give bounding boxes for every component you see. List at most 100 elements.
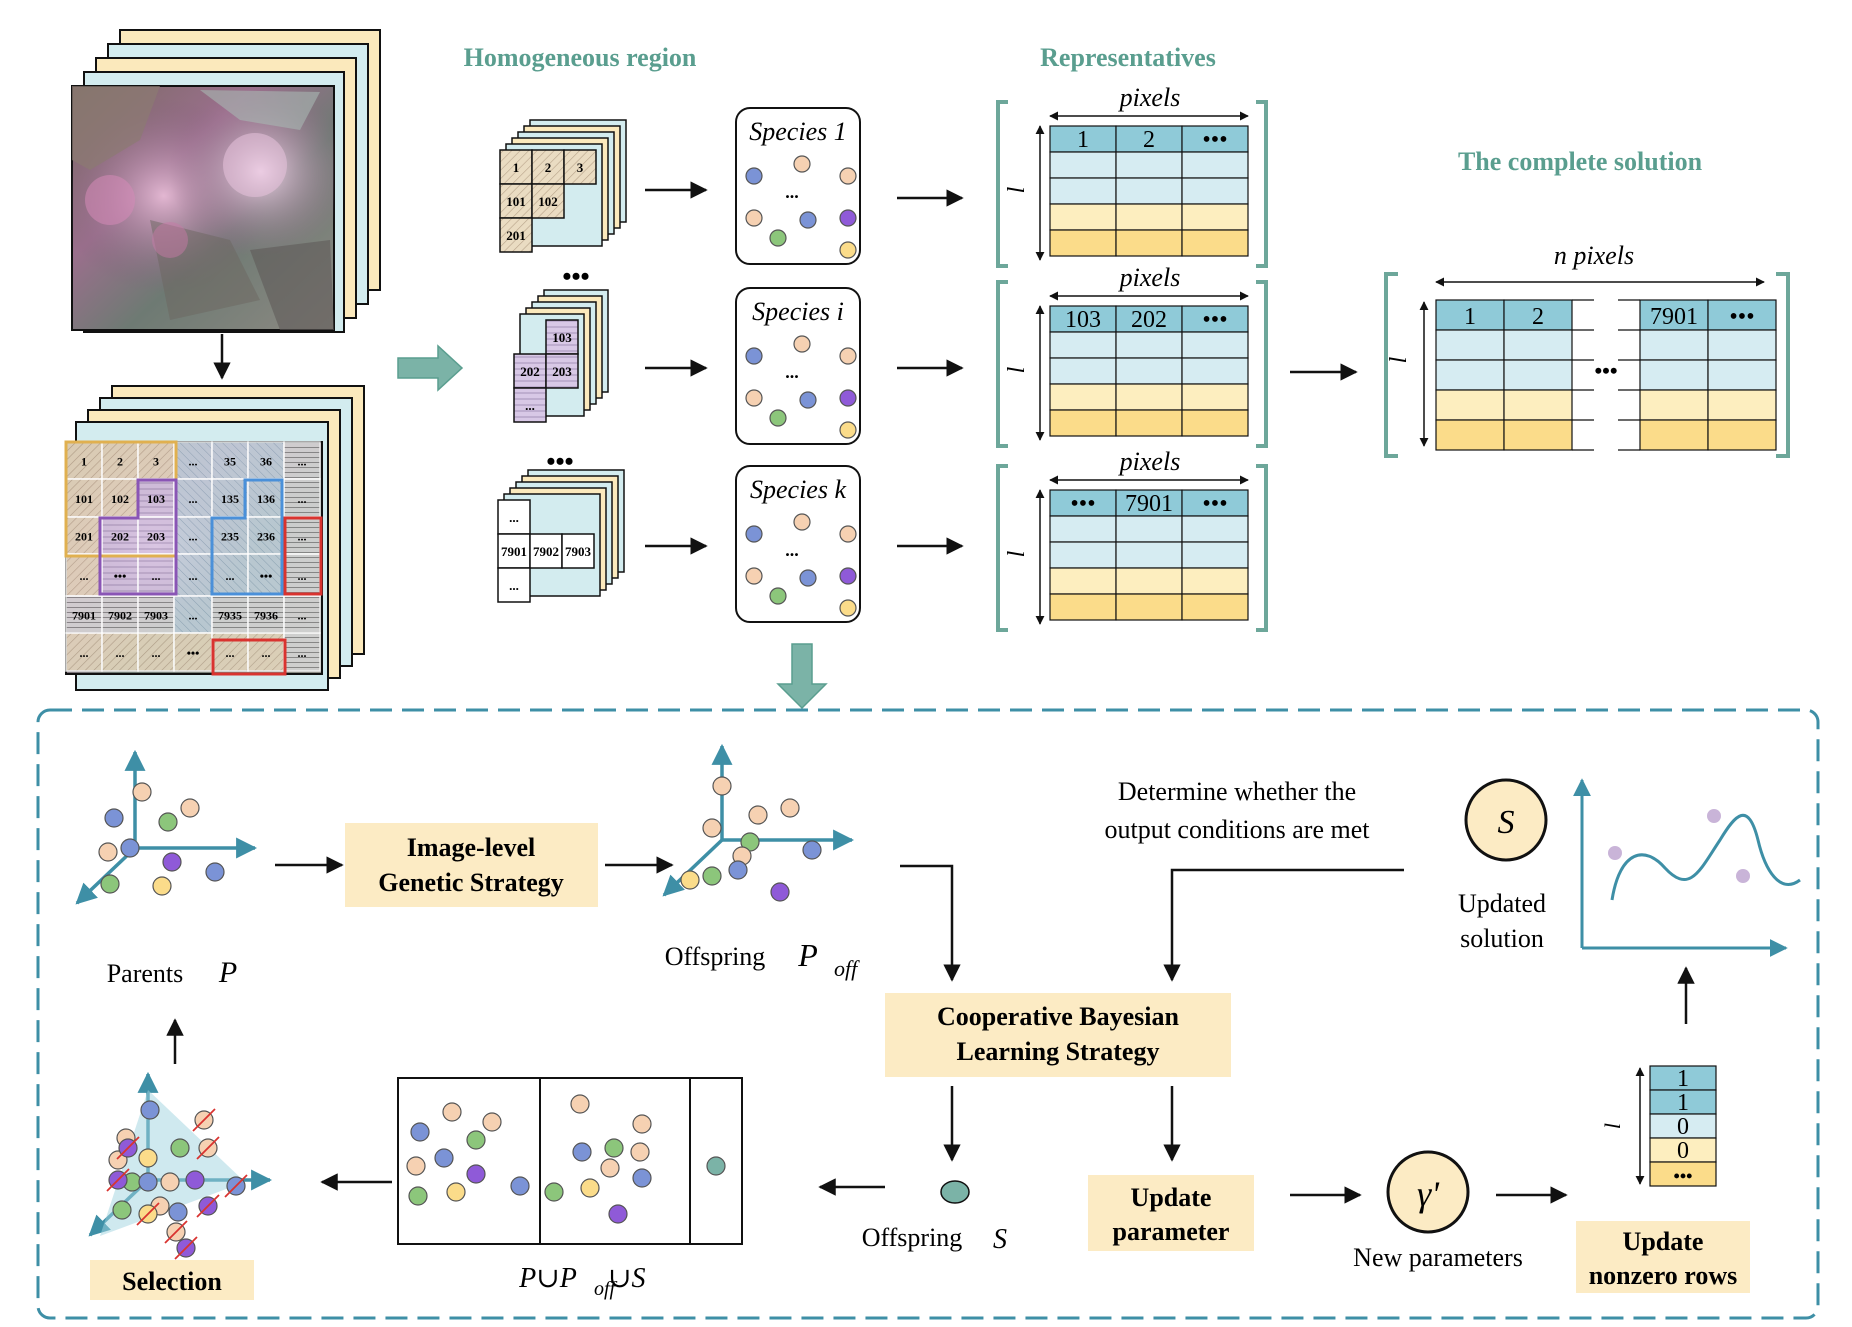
region-outline-purple: [98, 478, 178, 596]
parent-dot: [180, 798, 200, 818]
matrix-cell: [1115, 177, 1183, 205]
complete-bracket-right: [1776, 272, 1790, 458]
matrix-cell: [1049, 383, 1117, 411]
complete-cell: [1707, 359, 1777, 391]
offspring-dot: [702, 866, 722, 886]
matrix-header-value: 103: [1065, 307, 1101, 333]
grid-cell: [247, 595, 285, 634]
species-individual-dot: [839, 209, 857, 227]
block1-label: 201: [506, 228, 526, 243]
matrix-cell: [1115, 567, 1183, 595]
parent-dot: [162, 852, 182, 872]
species-individual-dot: [745, 347, 763, 365]
offspring-s-symbol: S: [993, 1224, 1007, 1255]
offspring-scatter: [662, 743, 855, 902]
matrix-cell: [1049, 567, 1117, 595]
evolution-framework-border: [36, 708, 1820, 1320]
cooperative-line2: Learning Strategy: [957, 1037, 1160, 1066]
grid-cell-label: •••: [114, 569, 127, 583]
species-label: Species i: [752, 297, 844, 326]
grid-cell-label: 236: [257, 530, 275, 544]
species-individual-dot: [769, 409, 787, 427]
grid-cell: [101, 441, 139, 480]
block-cell: [513, 387, 547, 423]
species-box: [735, 465, 861, 623]
species-box: [735, 287, 861, 445]
grid-cell-label: ...: [152, 569, 161, 583]
offspring-dot: [780, 798, 800, 818]
species-individual-dot: [793, 513, 811, 531]
blocki-label: 103: [552, 330, 572, 345]
complete-cell: [1707, 389, 1777, 421]
matrix-cell: [1181, 229, 1249, 257]
grid-cell: [211, 441, 249, 480]
complete-cell: [1435, 419, 1505, 451]
s-symbol: S: [1498, 804, 1515, 841]
parent-dot: [98, 842, 118, 862]
reject-slash: [136, 1202, 160, 1226]
species-ellipsis: ...: [785, 362, 799, 382]
complete-cell: [1435, 299, 1505, 331]
matrix-cell: [1181, 409, 1249, 437]
grid-cell-label: ...: [298, 609, 307, 623]
matrix-cell: [1115, 357, 1183, 385]
matrix-cell: [1049, 177, 1117, 205]
complete-cell: [1435, 359, 1505, 391]
update-nonzero-box: Update nonzero rows: [1576, 1221, 1750, 1293]
species-individual-dot: [839, 241, 857, 259]
selection-label: Selection: [122, 1267, 222, 1296]
complete-cell: [1503, 299, 1573, 331]
reject-slash: [196, 1194, 220, 1218]
grid-cell-label: ...: [298, 569, 307, 583]
new-parameters-label: New parameters: [1353, 1243, 1523, 1272]
species-individual-dot: [839, 421, 857, 439]
matrix-pixels-label: pixels: [1118, 83, 1181, 112]
block1-label: 1: [513, 160, 520, 175]
nonzero-l-label: l: [1600, 1123, 1625, 1129]
grid-cell: [137, 595, 175, 634]
union-parent-dot: [408, 1186, 428, 1206]
grid-cell-label: ...: [298, 530, 307, 544]
parents-symbol: P: [218, 956, 237, 989]
species-label: Species k: [750, 475, 846, 504]
union-offspring-dot: [600, 1158, 620, 1178]
block-cell: [563, 149, 597, 185]
grid-cell-label: ...: [80, 569, 89, 583]
grid-cell-label: 7936: [254, 609, 278, 623]
complete-cell: [1707, 299, 1777, 331]
grid-cell-label: 203: [147, 530, 165, 544]
union-offspring-dot: [580, 1178, 600, 1198]
blockk-label: 7901: [501, 544, 527, 559]
grid-cell-label: ...: [262, 646, 271, 660]
nonzero-cell: [1649, 1065, 1717, 1091]
species-individual-dot: [745, 525, 763, 543]
species-box: [735, 107, 861, 265]
union-tail: ∪S: [608, 1263, 645, 1294]
grid-cell-label: ...: [189, 492, 198, 506]
reject-slash: [192, 1108, 216, 1132]
homogeneous-region-title: Homogeneous region: [464, 43, 697, 72]
union-offspring-dot: [608, 1204, 628, 1224]
block1-label: 102: [538, 194, 558, 209]
matrix-cell: [1049, 593, 1117, 621]
nonzero-value: 1: [1677, 1066, 1689, 1092]
selection-dot: [138, 1148, 158, 1168]
matrix-cell: [1115, 151, 1183, 179]
matrix-bracket-left: [996, 280, 1008, 448]
offspring-dot: [748, 805, 768, 825]
complete-bracket-left: [1384, 272, 1398, 458]
species-boxes: Species 1...Species i...Species k...: [735, 107, 861, 623]
union-parent-dot: [466, 1130, 486, 1150]
selection-dot: [112, 1200, 132, 1220]
species-individual-dot: [799, 569, 817, 587]
grid-cell: [101, 632, 139, 672]
grid-cell-label: ...: [189, 569, 198, 583]
block1-label: 2: [545, 160, 552, 175]
grid-cell: [211, 595, 249, 634]
matrix-cell: [1115, 515, 1183, 543]
parents-scatter: [75, 749, 258, 905]
matrix-cell: [1115, 203, 1183, 231]
grid-cell-label: 101: [75, 492, 93, 506]
